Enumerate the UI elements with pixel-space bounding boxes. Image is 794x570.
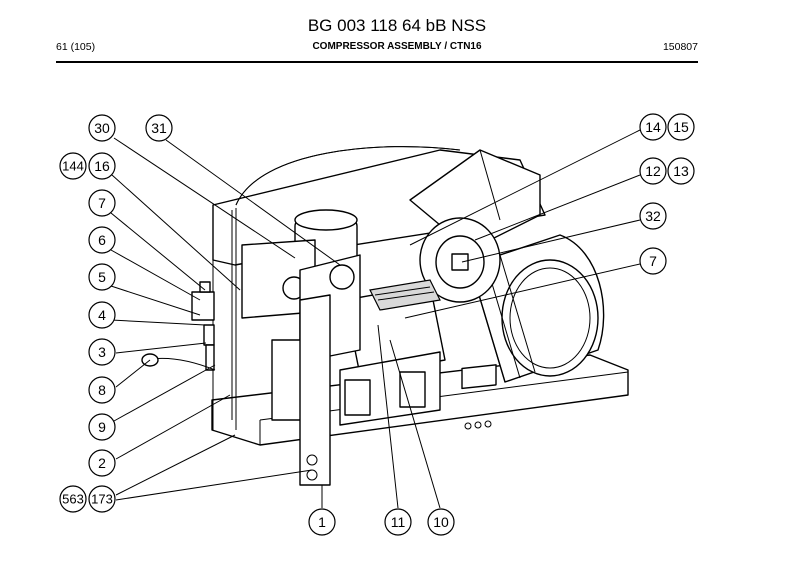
callout-7-right: 7 <box>639 247 667 275</box>
callout-3: 3 <box>88 338 116 366</box>
callout-144: 144 <box>59 152 87 180</box>
header-rule <box>56 61 698 63</box>
svg-text:5: 5 <box>98 269 106 285</box>
callout-1: 1 <box>308 508 336 536</box>
valve-assembly <box>141 281 216 371</box>
section-title: COMPRESSOR ASSEMBLY / CTN16 <box>312 41 482 52</box>
electric-motor <box>469 234 605 383</box>
svg-text:11: 11 <box>391 514 406 530</box>
svg-text:30: 30 <box>94 120 110 136</box>
callout-2: 2 <box>88 449 116 477</box>
callout-7-left: 7 <box>88 189 116 217</box>
callout-32: 32 <box>639 202 667 230</box>
svg-text:173: 173 <box>91 492 113 507</box>
date-code: 150807 <box>662 41 698 53</box>
callout-563: 563 <box>59 485 87 513</box>
svg-text:31: 31 <box>151 120 167 136</box>
svg-text:7: 7 <box>98 195 106 211</box>
svg-text:144: 144 <box>62 159 84 174</box>
svg-text:16: 16 <box>94 158 110 174</box>
callout-13: 13 <box>667 157 695 185</box>
svg-text:4: 4 <box>98 307 106 323</box>
callout-11: 11 <box>384 508 412 536</box>
callout-31: 31 <box>145 114 173 142</box>
svg-text:10: 10 <box>433 514 449 530</box>
callout-5: 5 <box>88 263 116 291</box>
document-title: BG 003 118 64 bB NSS <box>307 16 487 35</box>
svg-text:6: 6 <box>98 232 106 248</box>
svg-text:3: 3 <box>98 344 106 360</box>
callout-12: 12 <box>639 157 667 185</box>
svg-text:14: 14 <box>645 119 661 135</box>
callout-10: 10 <box>427 508 455 536</box>
callout-6: 6 <box>88 226 116 254</box>
support-bracket <box>299 294 331 486</box>
svg-text:12: 12 <box>645 163 661 179</box>
callout-14: 14 <box>639 113 667 141</box>
page-number: 61 (105) <box>56 41 96 53</box>
svg-text:1: 1 <box>318 514 326 530</box>
svg-text:8: 8 <box>98 382 106 398</box>
pulley <box>419 217 501 303</box>
svg-text:15: 15 <box>673 119 689 135</box>
callout-173: 173 <box>88 485 116 513</box>
callout-16: 16 <box>88 152 116 180</box>
svg-text:7: 7 <box>649 253 657 269</box>
svg-text:32: 32 <box>645 208 661 224</box>
leader-lines <box>110 129 641 509</box>
callout-9: 9 <box>88 413 116 441</box>
callout-30: 30 <box>88 114 116 142</box>
compressor-block <box>339 279 446 426</box>
svg-text:13: 13 <box>673 163 689 179</box>
callout-4: 4 <box>88 301 116 329</box>
svg-text:9: 9 <box>98 419 106 435</box>
callout-8: 8 <box>88 376 116 404</box>
svg-text:563: 563 <box>62 492 84 507</box>
callout-15: 15 <box>667 113 695 141</box>
svg-text:2: 2 <box>98 455 106 471</box>
